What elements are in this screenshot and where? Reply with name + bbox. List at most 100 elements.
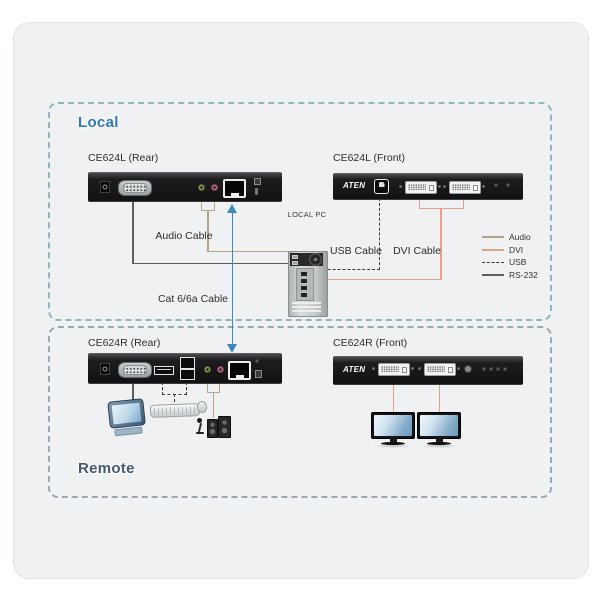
front-led [482, 367, 486, 371]
audio-jack-green [198, 184, 205, 191]
screw-icon [418, 367, 421, 370]
pc-io-slot [301, 279, 307, 283]
local-section-label: Local [78, 114, 119, 131]
front-led [503, 367, 507, 371]
usb-b-port [374, 179, 389, 194]
ce624r-rear-panel [88, 353, 282, 384]
touchscreen-body [107, 398, 146, 429]
legend-label-usb: USB [509, 257, 527, 268]
usb-cable-label: USB Cable [330, 245, 382, 257]
dvi-port-1 [405, 181, 437, 194]
monitor-1 [371, 412, 415, 448]
rs232-cable-remote-vertical [132, 382, 134, 406]
rs232-db9-port [118, 362, 152, 378]
dvi-cable-monitor2 [438, 383, 440, 414]
pc-port-block [292, 255, 298, 259]
dvi-cable-label: DVI Cable [393, 245, 441, 257]
legend-row-rs232: RS-232 [482, 269, 538, 282]
remote-section-box [48, 326, 552, 498]
monitor-shadow [373, 444, 413, 448]
screw-icon [438, 185, 441, 188]
legend-row-usb: USB [482, 256, 538, 269]
audio-cable-local-vertical [207, 210, 209, 252]
usb-a-port [154, 366, 174, 375]
audio-cable-local-horizontal [207, 250, 293, 252]
rs232-cable-local-vertical [132, 200, 134, 264]
pc-port-block [292, 261, 298, 265]
pc-fan-icon [309, 253, 322, 266]
aten-logo: ATEN [343, 365, 366, 374]
touchscreen-screen [111, 402, 142, 425]
grounding-terminal [255, 359, 259, 363]
monitor-frame [417, 412, 461, 439]
legend-line-dvi [482, 248, 504, 251]
pc-io-slot [301, 293, 307, 297]
monitor-screen [420, 415, 458, 436]
audio-jack-pink [217, 366, 224, 373]
pc-io-panel [296, 268, 314, 301]
ce624l-front-panel: ATEN [333, 173, 523, 200]
speaker-right-icon [218, 416, 231, 438]
audio-cable-label: Audio Cable [155, 230, 213, 242]
ce624l-rear-panel [88, 172, 282, 202]
screw-icon [411, 367, 414, 370]
ce624r-front-label: CE624R (Front) [333, 337, 408, 349]
legend-row-audio: Audio [482, 231, 538, 244]
screw-icon [482, 185, 485, 188]
dvi-cable-local-horizontal [310, 278, 441, 280]
ce624r-front-panel: ATEN [333, 356, 523, 385]
cable-legend: Audio DVI USB RS-232 [482, 231, 538, 281]
front-led [496, 367, 500, 371]
side-button [255, 188, 258, 195]
audio-jack-pink [211, 184, 218, 191]
rj45-port [223, 179, 246, 198]
usb-cable-local-horizontal [308, 268, 380, 270]
local-section-box [48, 102, 552, 321]
monitor-screen [374, 415, 412, 436]
dvi-port-2 [424, 363, 456, 376]
audio-cable-remote-vertical [212, 392, 214, 418]
legend-label-dvi: DVI [509, 244, 524, 255]
usb-cable-local-vertical [379, 198, 380, 270]
monitor-base [427, 442, 451, 445]
legend-line-usb [482, 261, 504, 263]
ce624l-rear-label: CE624L (Rear) [88, 152, 159, 164]
dvi-cable-local-bracket [419, 198, 464, 209]
cat6-cable-line [231, 210, 234, 346]
ce624l-front-label: CE624L (Front) [333, 152, 405, 164]
side-button [255, 370, 262, 378]
monitor-frame [371, 412, 415, 439]
power-jack [100, 363, 110, 375]
aten-logo: ATEN [343, 181, 366, 190]
cat6-arrow-down-icon [227, 344, 237, 353]
remote-section-label: Remote [78, 460, 135, 477]
pc-case [288, 251, 328, 317]
mic-head [197, 418, 202, 423]
front-led [489, 367, 493, 371]
usb-port-bottom [180, 369, 195, 380]
mic-base [196, 432, 204, 434]
front-button [494, 183, 498, 187]
local-pc-tower [288, 251, 328, 317]
rs232-cable-local-horizontal [132, 262, 294, 264]
dvi-cable-monitor1 [392, 383, 394, 414]
dvi-cable-local-vertical [440, 208, 442, 280]
power-jack [100, 181, 110, 193]
monitor-2 [417, 412, 461, 448]
local-pc-label: LOCAL PC [287, 210, 327, 219]
select-button [464, 365, 472, 373]
usb-cable-remote-vertical [174, 394, 175, 407]
legend-line-rs232 [482, 273, 504, 276]
audio-jack-green [204, 366, 211, 373]
legend-line-audio [482, 236, 504, 239]
monitor-shadow [419, 444, 459, 448]
usb-port-top [180, 357, 195, 369]
pc-io-slot [301, 272, 307, 276]
dvi-port-1 [378, 363, 410, 376]
cat6-arrow-up-icon [227, 204, 237, 213]
monitor-neck [389, 438, 397, 442]
legend-label-rs232: RS-232 [509, 269, 538, 280]
ce624r-rear-label: CE624R (Rear) [88, 337, 161, 349]
legend-row-dvi: DVI [482, 244, 538, 257]
